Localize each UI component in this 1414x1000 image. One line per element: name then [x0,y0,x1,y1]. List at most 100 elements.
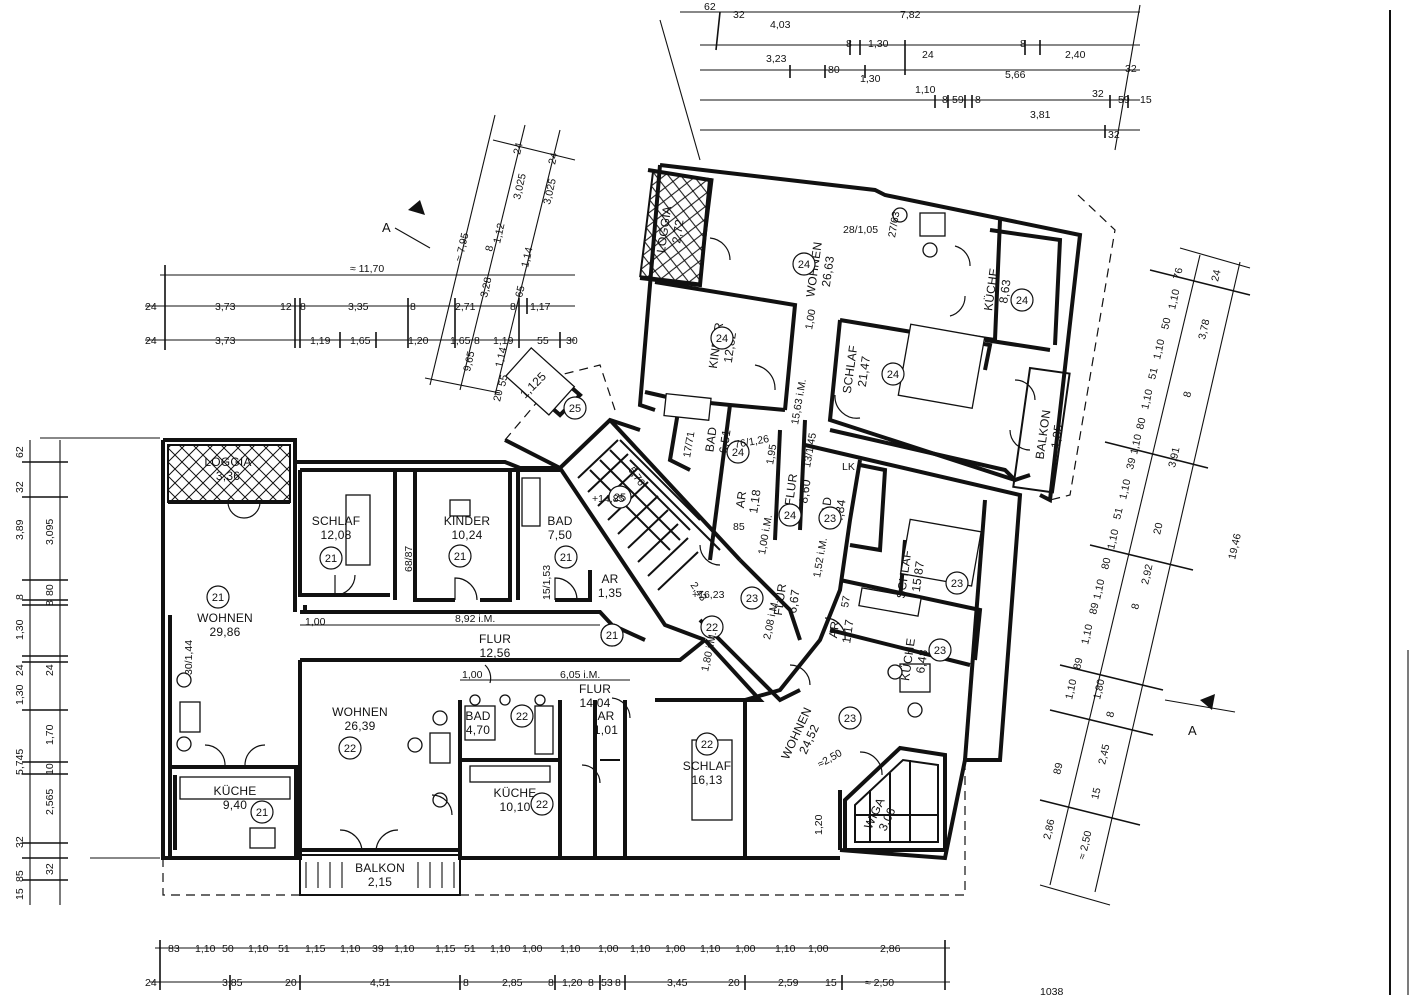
corner-note: 1038 [1040,986,1064,998]
unit-marker-wohnen-23: 23 [838,706,862,730]
room-area-flur-22: 14,04 [579,696,610,710]
dims-right-labels: 76 1,10 50 1,10 51 1,10 80 1,10 39 1,10 … [1041,266,1244,860]
room-name-ar-23: AR [826,620,842,639]
section-marker-bottom: A [1164,694,1236,738]
dim-text: 62 [14,446,26,458]
dim-text: 24 [145,977,157,989]
unit-marker-kinder-24-ring [710,326,734,350]
wohnen24-window: 28/1,05 [843,224,878,236]
dim-text: 51 [1146,366,1160,380]
room-name-kueche-21: KÜCHE [213,784,256,798]
dim-text: 32 [733,9,745,21]
unit-marker-kueche-22-number: 22 [536,799,548,811]
dim-text: 59 [952,94,964,106]
unit-marker-schlaf-23: 23 [945,571,969,595]
dim-text: 32 [14,481,26,493]
dim-text: 1,14 [493,346,509,369]
dim-text: 8 [846,38,852,50]
unit-marker-kinder-21: 21 [448,544,472,568]
dim-text: 8 [975,94,981,106]
dim-text: 3,85 [222,977,243,989]
unit-marker-flur-23-number: 23 [746,593,758,605]
dim-text: 2,45 [1096,743,1112,766]
dims-bottom-labels: 83 1,10 50 1,10 51 1,15 1,10 39 1,10 1,1… [145,943,901,989]
flur23-width2: 1,52 i.M. [811,537,830,579]
dim-text: 1,17 [530,301,551,313]
loggia-24-hatch [639,170,714,285]
dim-text: 39 [372,943,384,955]
balkon-22-area [299,854,461,896]
unit-marker-entry-21-number: 21 [606,630,618,642]
unit-marker-entry-21-ring [600,623,624,647]
unit-marker-bad-21-ring [554,545,578,569]
unit-marker-kinder-21-ring [448,544,472,568]
room-area-bad-21: 7,50 [548,528,572,542]
unit-marker-kueche-23-ring [928,638,952,662]
unit-marker-flur-24-ring [778,503,802,527]
dim-text: 1,30 [14,619,26,640]
unit-marker-wohnen-22: 22 [338,736,362,760]
room-area-wohnen-21: 29,86 [209,625,240,639]
unit-marker-kueche-21-ring [250,800,274,824]
dim-text: 1,30 [14,684,26,705]
balkon-24-area [1012,366,1071,494]
room-area-kueche-21: 9,40 [223,798,247,812]
unit-marker-kueche-22: 22 [530,792,554,816]
dims-top-labels: 62 32 4,03 8 1,30 7,82 8 2,40 32 3,23 80… [704,1,1152,141]
section-label: A [1188,723,1197,738]
room-name-schlaf-21: SCHLAF [312,514,361,528]
room-area-wohnen-22: 26,39 [344,719,375,733]
kinder24-door: 1,00 [803,308,818,330]
room-area-flur-24: 8,60 [796,478,813,504]
dim-text: 3,73 [215,335,236,347]
unit-marker-kinder-21-number: 21 [454,551,466,563]
unit-marker-kueche-23: 23 [928,638,952,662]
dim-text: 65 [513,284,527,298]
dim-text: 1,10 [1151,338,1167,361]
dim-text: 1,15 [435,943,456,955]
dim-text: 51 [464,943,476,955]
dim-text: 24 [511,141,525,155]
stair-level: +14,85 [592,493,625,505]
dim-text: 8 [483,244,496,253]
unit-marker-schlaf-23-ring [945,571,969,595]
dim-text: 32 [1125,63,1137,75]
dim-text: 8 [44,600,56,606]
room-area-balkon-22: 2,15 [368,875,392,889]
dim-text: 15 [1140,94,1152,106]
room-area-loggia-21: 3,36 [216,469,240,483]
landing-level: +16,23 [692,589,725,601]
unit-marker-wohnen-21-number: 21 [212,592,224,604]
room-area-kinder-21: 10,24 [451,528,482,542]
room-area-flur-23: 6,67 [785,588,802,614]
dim-text: 80 [1134,416,1148,430]
flur22-width: 6,05 i.M. [560,669,600,681]
unit-marker-schlaf-24-ring [881,362,905,386]
room-name-wohnen-21: WOHNEN [197,611,253,625]
paper-edges [40,10,1409,995]
dim-text: 53 [601,977,613,989]
section-marker-top: A [382,200,431,249]
room-area-schlaf-22: 16,13 [691,773,722,787]
wing-right-walls [744,443,1023,861]
dim-text: 1,70 [44,724,56,745]
dim-text: 3,025 [511,172,529,200]
dim-text: 1,30 [860,73,881,85]
room-name-schlaf-22: SCHLAF [683,759,732,773]
dim-text: 2,59 [778,977,799,989]
dim-text: 89 [1087,601,1101,615]
unit-marker-wohnen-21-ring [206,585,230,609]
dim-text: 3,91 [1166,446,1182,469]
unit-marker-stair-25-number: 25 [614,492,626,504]
dim-text: 5,66 [1005,69,1026,81]
unit-marker-kinder-24: 24 [710,326,734,350]
flur23-width: 2,08 i.M. [761,599,781,641]
dim-text: 2,86 [880,943,901,955]
unit-marker-bad-23-number: 23 [824,513,836,525]
dim-text: 24 [44,664,56,676]
dim-text: 1,20 [562,977,583,989]
room-name-ar-21: AR [601,572,618,586]
dim-text: 1,10 [1105,528,1121,551]
stair-core [504,346,802,703]
unit-marker-schlaf-21-number: 21 [325,553,337,565]
